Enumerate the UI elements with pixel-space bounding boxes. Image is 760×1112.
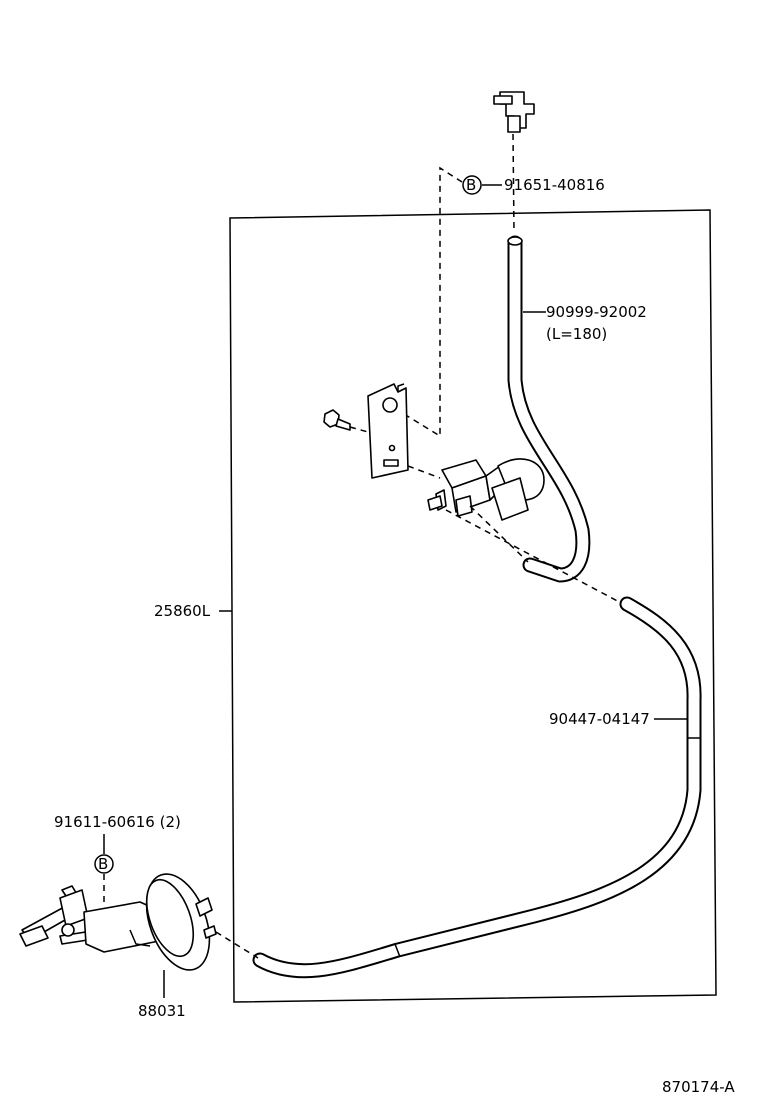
bracket-to-vsv-dash: [407, 465, 441, 479]
actuator-part-number[interactable]: 88031: [138, 1002, 186, 1020]
bracket-bolt-icon[interactable]: [323, 409, 351, 431]
vacuum-switching-valve[interactable]: [427, 458, 545, 521]
assembly-frame: [229, 209, 717, 1003]
union-badge: B: [466, 176, 476, 194]
assembly-part-number[interactable]: 25860L: [154, 602, 211, 620]
upper-hose[interactable]: [507, 235, 591, 583]
figure-code: 870174-A: [662, 1078, 735, 1096]
vsv-to-upper-hose-dash: [469, 505, 529, 563]
union-bracket-dash: [403, 166, 463, 438]
bolt-badge: B: [98, 855, 108, 873]
upper-hose-part-number[interactable]: 90999-92002: [546, 303, 647, 321]
union-leader-dash: [512, 133, 515, 233]
upper-hose-length: (L=180): [546, 325, 607, 343]
bolt-to-bracket-dash: [349, 426, 369, 433]
lower-hose[interactable]: [252, 596, 702, 979]
lower-hose-part-number[interactable]: 90447-04147: [549, 710, 650, 728]
bolt-badge-circle: [94, 854, 114, 874]
vsv-to-lower-hose-dash: [445, 509, 626, 606]
actuator-bolt-part-number[interactable]: 91611-60616 (2): [54, 813, 181, 831]
union-fitting[interactable]: [493, 91, 535, 133]
union-badge-circle: [462, 175, 482, 195]
actuator-to-hose-dash: [215, 931, 259, 959]
vsv-bracket[interactable]: [367, 383, 409, 479]
union-part-number[interactable]: 91651-40816: [504, 176, 605, 194]
vacuum-actuator[interactable]: [19, 865, 221, 978]
